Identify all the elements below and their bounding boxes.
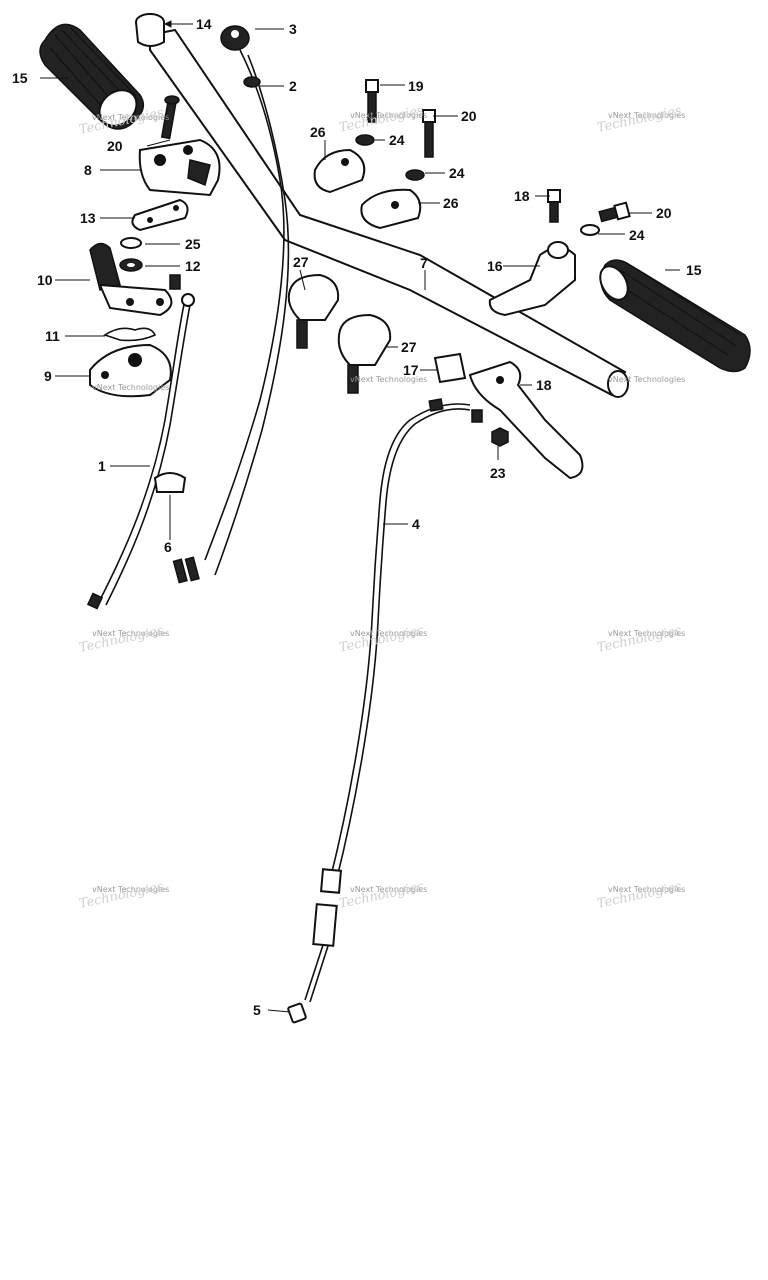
clamp-upper-26a [313,148,366,194]
lever-holder-16 [488,241,576,317]
washer-24b [405,169,425,181]
callout-27b: 27 [401,339,417,355]
watermark: vNext Technologies [92,885,169,894]
watermark: vNext Technologies [350,375,427,384]
callout-8: 8 [84,162,92,178]
callout-15-left: 15 [12,70,28,86]
cover-9 [89,343,172,398]
callout-3: 3 [289,21,297,37]
watermark: vNext Technologies [350,629,427,638]
watermark: vNext Technologies [350,885,427,894]
callout-24c: 24 [629,227,645,243]
washer-25 [120,237,142,249]
callout-7: 7 [420,255,428,271]
watermark: vNext Technologies [92,383,169,392]
washer-24a [355,134,375,146]
callout-9: 9 [44,368,52,384]
holder-27a [287,273,340,349]
bracket-17 [433,352,467,384]
callout-6: 6 [164,539,172,555]
callout-24b: 24 [449,165,465,181]
watermark-script: Technologies [338,103,426,136]
watermark: vNext Technologies [608,375,685,384]
bolt-20a [365,79,379,123]
left-grip-15 [39,23,145,130]
callout-11: 11 [45,328,60,344]
callout-24a: 24 [389,132,405,148]
clutch-cable-4 [304,398,483,1003]
watermark: vNext Technologies [350,111,427,120]
collar-14 [135,13,165,47]
callout-5: 5 [253,1002,261,1018]
callout-26a: 26 [310,124,326,140]
callout-12: 12 [185,258,201,274]
callout-23: 23 [490,465,506,481]
throttle-lever-10 [89,242,173,317]
washer-24c [580,224,600,236]
watermark-script: Technologies [596,103,684,136]
watermark: vNext Technologies [608,111,685,120]
handlebar [149,28,629,398]
watermark: vNext Technologies [608,629,685,638]
leader-lines [40,20,680,1013]
clutch-lever-18 [468,360,584,480]
bolt-19 [547,189,561,223]
throttle-housing-8 [138,138,221,197]
watermark: vNext Technologies [608,885,685,894]
callout-10: 10 [37,272,53,288]
callout-27a: 27 [293,254,309,270]
callout-17: 17 [403,362,419,378]
clip-6 [153,472,187,493]
callout-18: 18 [536,377,552,393]
callout-15-right: 15 [686,262,702,278]
callout-13: 13 [80,210,96,226]
holder-27b [337,313,392,394]
callout-20b: 20 [461,108,477,124]
spring-11 [103,327,157,342]
callout-21: 20 [656,205,672,221]
callout-labels: 14 3 2 15 20 8 13 25 12 10 11 9 1 6 19 2… [12,16,702,1018]
nut-23 [491,427,509,447]
screw-21 [598,201,631,223]
callout-19: 18 [514,188,530,204]
nut-5 [287,1002,307,1024]
callout-14: 14 [196,16,212,32]
switch-3 [220,25,250,51]
callout-16: 16 [487,258,503,274]
clamp-upper-26b [360,188,422,230]
callout-25: 25 [185,236,201,252]
callout-1: 1 [98,458,106,474]
plate-13 [131,198,189,232]
wire-harness-2 [172,49,290,584]
throttle-cable-1 [86,274,195,610]
callout-22: 20 [107,138,123,154]
callout-4: 4 [412,516,420,532]
callout-20a: 19 [408,78,424,94]
watermark: vNext Technologies [92,113,169,122]
screw-22 [160,95,180,140]
callout-26b: 26 [443,195,459,211]
watermark: vNext Technologies [92,629,169,638]
callout-2: 2 [289,78,297,94]
right-grip-15 [599,259,751,373]
